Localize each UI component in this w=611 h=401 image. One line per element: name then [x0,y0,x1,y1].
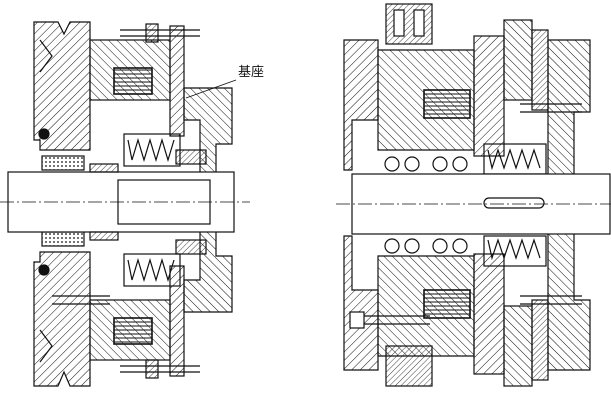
right-coil-upper [423,89,471,119]
base-leader-line [185,79,237,99]
right-coil-lower [423,289,471,319]
left-pulley-lower [33,251,91,387]
left-coil-upper [113,67,153,95]
right-bearings-lower [384,238,468,254]
right-pulley [343,39,379,171]
right-assembly [336,3,611,387]
left-coil-lower [113,317,153,345]
left-spring-lower [127,257,175,283]
left-spring-upper [127,137,175,163]
left-assembly [0,21,250,387]
right-bearings-upper [384,156,468,172]
base-label: 基座 [238,65,265,80]
right-spring-upper [487,148,541,171]
keyway-slot [483,197,545,209]
right-pulley-lower [343,235,379,371]
right-spring-lower [487,238,541,261]
